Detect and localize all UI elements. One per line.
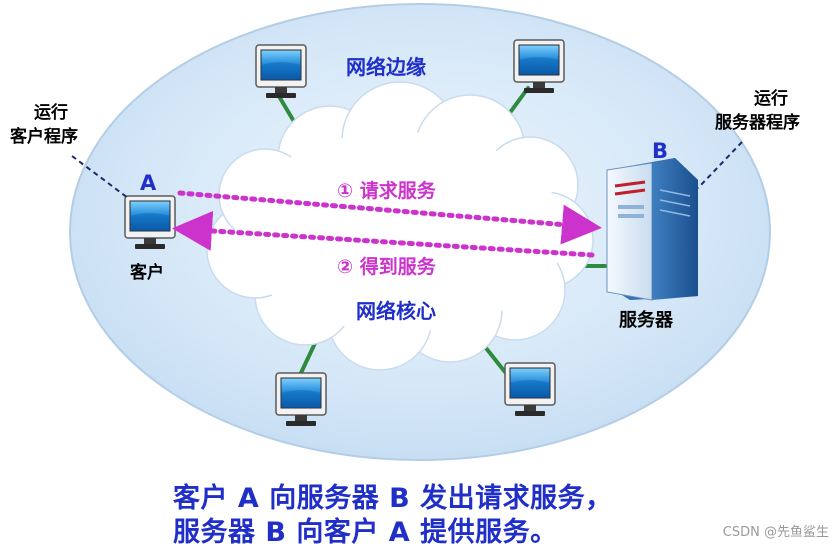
server-letter: B bbox=[652, 139, 668, 163]
caption-line-2: 服务器 B 向客户 A 提供服务。 bbox=[173, 517, 558, 548]
server-leader-line bbox=[697, 141, 743, 189]
server-icon bbox=[606, 158, 698, 301]
watermark-text: CSDN @先鱼鲨生 bbox=[722, 525, 829, 540]
server-note-line2: 服务器程序 bbox=[715, 112, 800, 133]
client-note-line2: 客户程序 bbox=[9, 126, 78, 147]
client-letter: A bbox=[140, 171, 157, 195]
network-core-label: 网络核心 bbox=[356, 299, 436, 323]
client-leader-line bbox=[71, 155, 129, 199]
server-name: 服务器 bbox=[619, 309, 674, 331]
request-arrow bbox=[177, 190, 602, 245]
caption-line-1: 客户 A 向服务器 B 发出请求服务， bbox=[173, 483, 613, 514]
client-name: 客户 bbox=[129, 262, 164, 283]
client-note-line1: 运行 bbox=[34, 102, 68, 123]
leader-lines bbox=[71, 141, 743, 199]
response-arrow bbox=[172, 210, 595, 258]
network-edge-label: 网络边缘 bbox=[346, 55, 426, 79]
response-label: ② 得到服务 bbox=[337, 255, 437, 278]
request-label: ① 请求服务 bbox=[337, 179, 437, 202]
server-note-line1: 运行 bbox=[754, 88, 788, 109]
